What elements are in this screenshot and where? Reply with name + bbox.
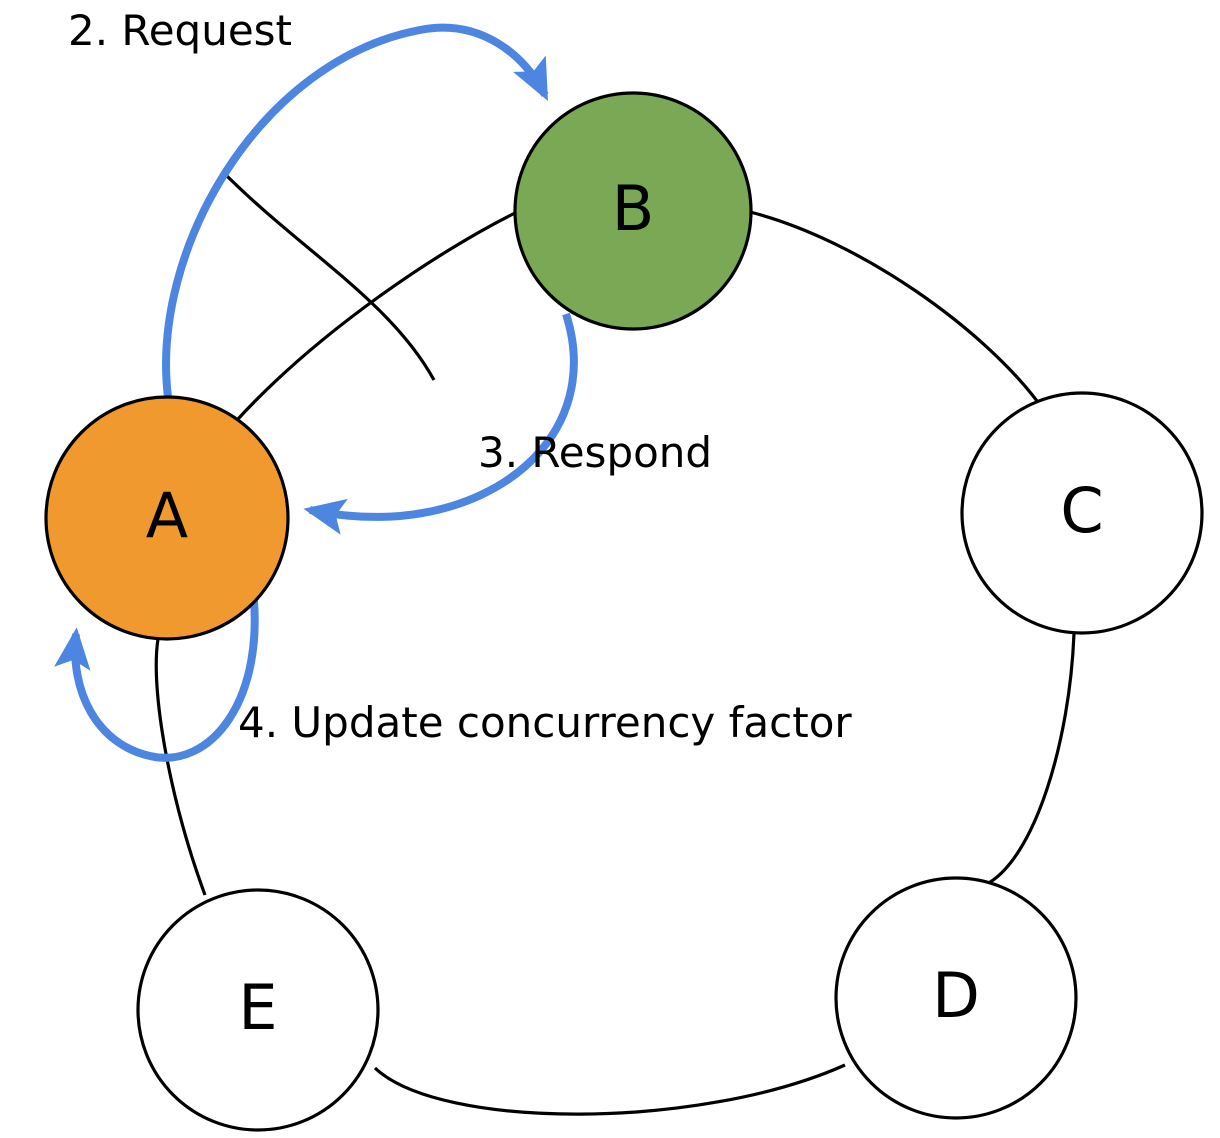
node-c-label: C <box>1060 474 1103 547</box>
node-b[interactable]: B <box>513 91 753 331</box>
node-d[interactable]: D <box>834 876 1078 1120</box>
ring-edge-e-a <box>154 638 207 896</box>
node-layer: A B C D E <box>44 91 1204 1132</box>
node-b-label: B <box>612 172 655 245</box>
ring-edge-b-a-truncated <box>220 169 436 381</box>
node-a-circle[interactable] <box>44 395 290 641</box>
ring-edge-d-e <box>373 1063 846 1116</box>
flow-label-update-concurrency: 4. Update concurrency factor <box>238 698 852 747</box>
node-e[interactable]: E <box>136 888 380 1132</box>
flow-arrow-update-concurrency[interactable] <box>54 581 259 762</box>
ring-edge-a-b <box>236 210 518 421</box>
flow-edge-layer <box>54 23 578 762</box>
node-a-label: A <box>146 479 188 552</box>
node-b-circle[interactable] <box>513 91 753 331</box>
node-e-circle[interactable] <box>136 888 380 1132</box>
ring-edge-layer <box>154 169 1076 1116</box>
node-e-label: E <box>238 971 277 1044</box>
node-c[interactable]: C <box>960 391 1204 635</box>
node-d-label: D <box>932 959 980 1032</box>
node-d-circle[interactable] <box>834 876 1078 1120</box>
ring-edge-c-d <box>984 632 1076 887</box>
flow-arrow-request[interactable] <box>162 23 549 398</box>
ring-edge-b-c <box>749 210 1042 406</box>
node-a[interactable]: A <box>44 395 290 641</box>
flow-label-respond: 3. Respond <box>478 428 713 477</box>
flow-label-request: 2. Request <box>68 6 293 55</box>
flow-arrow-respond[interactable] <box>303 312 578 535</box>
node-c-circle[interactable] <box>960 391 1204 635</box>
